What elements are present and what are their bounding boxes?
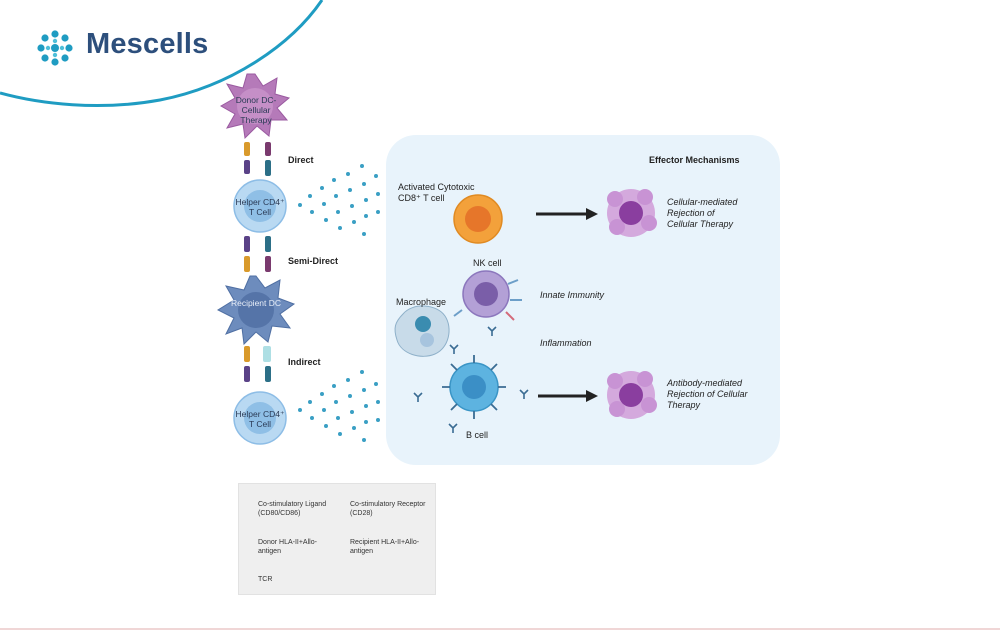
pathway-direct: Direct [288, 155, 314, 165]
legend-costim-ligand: Co-stimulatory Ligand (CD80/CD86) [258, 501, 327, 517]
donor-dc-cell [219, 73, 291, 140]
effector-title: Effector Mechanisms [649, 155, 740, 165]
legend-costim-receptor: Co-stimulatory Receptor (CD28) [350, 501, 426, 517]
pathway-indirect: Indirect [288, 357, 321, 367]
brand-name: Mescells [86, 28, 209, 60]
nk-cell [453, 270, 522, 321]
innate-immunity-label: Innate Immunity [540, 290, 605, 300]
legend-recipient-antigen: Recipient HLA-II+Allo-antigen [350, 539, 420, 555]
synapse-direct [244, 142, 271, 176]
legend [238, 483, 436, 595]
antibody-rejection-label: Antibody-mediated Rejection of Cellular … [667, 378, 748, 410]
ctl-label: Activated Cytotoxic CD8⁺ T cell [398, 182, 475, 203]
rejected-cell-top [607, 189, 657, 237]
ctl-cell [453, 194, 503, 244]
helper-t-cell-top [233, 179, 287, 233]
b-cell-label: B cell [466, 430, 489, 440]
legend-donor-antigen: Donor HLA-II+Allo-antigen [258, 539, 317, 555]
header-swoosh [0, 0, 322, 102]
rejected-cell-bottom [607, 371, 657, 419]
cytokine-dots-bottom [298, 370, 380, 442]
synapse-indirect [244, 346, 271, 382]
cytokine-dots-top [298, 164, 380, 236]
arrow-cellular [536, 208, 598, 220]
logo-icon [37, 30, 73, 66]
helper-t-cell-top-label: Helper CD4⁺ T Cell [235, 197, 285, 217]
macrophage-cell [394, 305, 450, 357]
recipient-dc-label: Recipient DC [230, 298, 282, 308]
nk-label: NK cell [473, 258, 502, 268]
recipient-dc-cell [216, 275, 296, 346]
b-cell [442, 355, 506, 419]
helper-t-cell-bottom-label: Helper CD4⁺ T Cell [235, 409, 285, 429]
synapse-semi-direct [244, 236, 271, 272]
legend-tcr: TCR [258, 576, 273, 583]
inflammation-label: Inflammation [540, 338, 592, 348]
helper-t-cell-bottom [233, 391, 287, 445]
macrophage-label: Macrophage [396, 297, 447, 307]
header-swoosh-edge [0, 0, 324, 108]
cellular-rejection-label: Cellular-mediated Rejection of Cellular … [667, 197, 738, 229]
donor-dc-label: Donor DC- Cellular Therapy [235, 95, 277, 125]
pathway-semi-direct: Semi-Direct [288, 256, 339, 266]
antibodies [413, 326, 529, 433]
arrow-antibody [538, 390, 598, 402]
